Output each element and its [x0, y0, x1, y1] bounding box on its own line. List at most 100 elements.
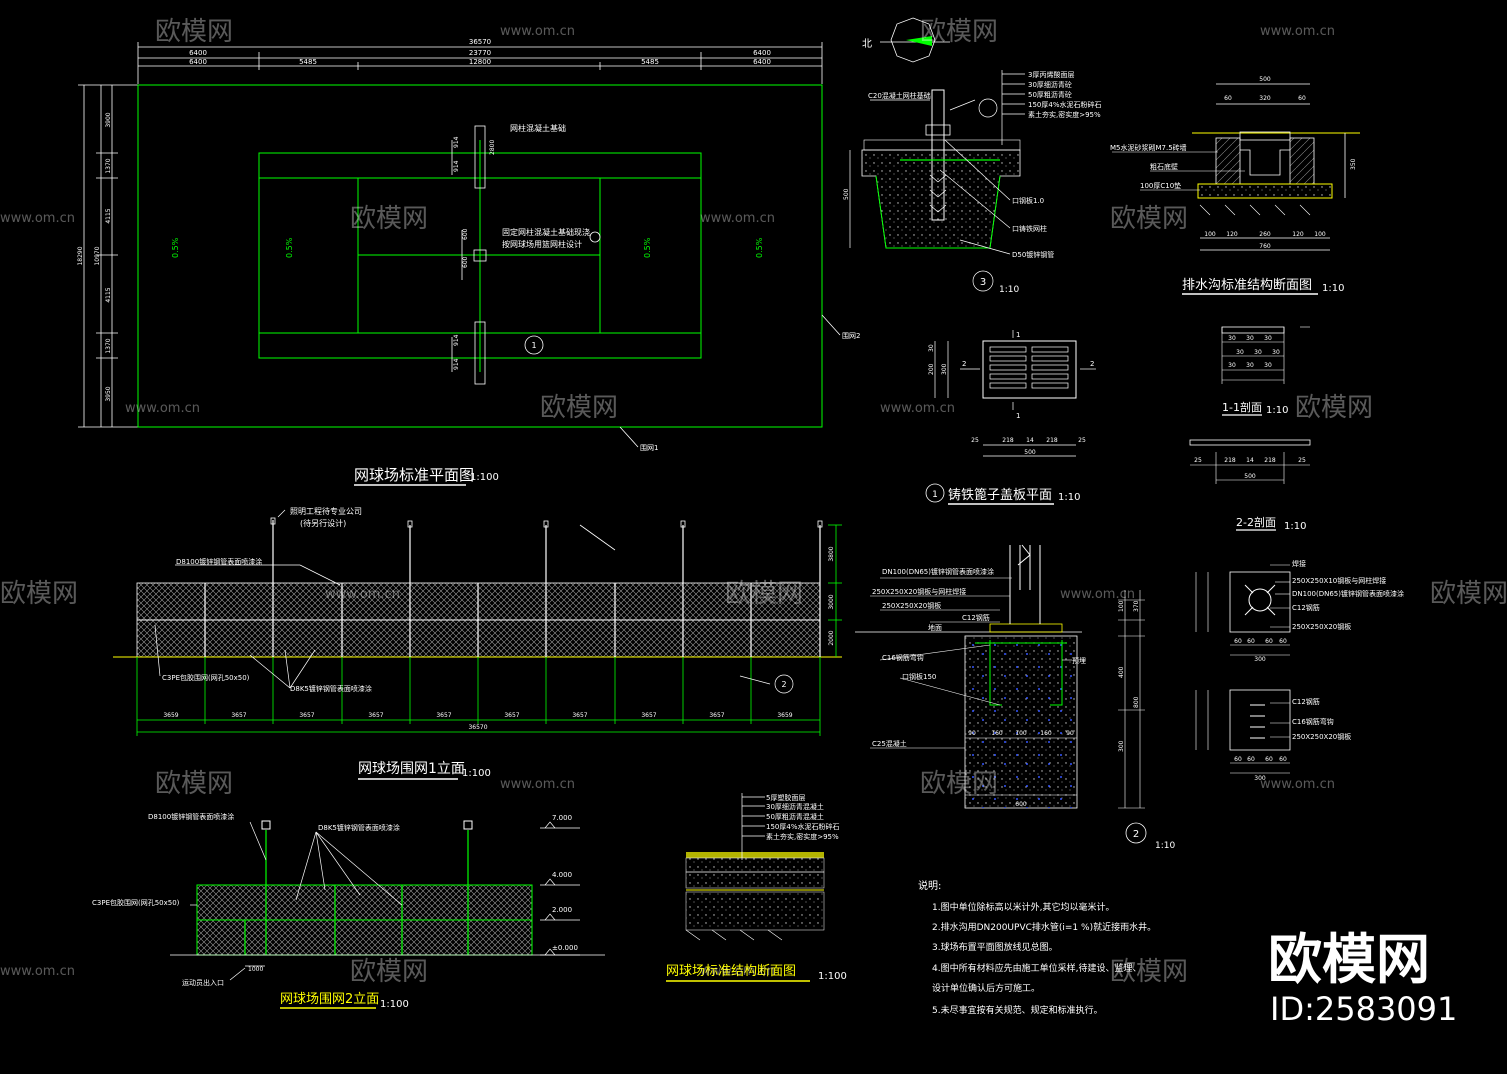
elev2-mesh-note: C3PE包胶围网(网孔50x50): [92, 898, 180, 907]
plan-dim-side-left: 6400: [189, 49, 207, 57]
base-plate-details: 焊接 250X250X10钢板与网柱焊接 DN100(DN65)镀锌钢管表面喷漆…: [1195, 559, 1404, 782]
sec11-dim-8: 30: [1246, 362, 1254, 369]
plan-slope-4: 0.5%: [755, 237, 764, 258]
notes-heading: 说明:: [918, 879, 941, 892]
plan-center-dim-5: 914: [453, 358, 460, 370]
wm-brand-3: 欧模网: [350, 204, 428, 234]
sec22-dim-5: 25: [1298, 457, 1306, 464]
plan-dim-left-3: 4115: [105, 208, 112, 223]
notes-item-2: 2.排水沟用DN200UPVC排水管(i=1 %)就近接雨水井。: [932, 921, 1156, 933]
sec22-dim-4: 218: [1264, 457, 1276, 464]
det3-part-2: 口铸铁网柱: [1012, 224, 1047, 233]
plan-center-dim-6: 600: [462, 228, 469, 240]
plan-dim-b: 5485: [299, 58, 317, 66]
sec22-dim-total: 500: [1244, 473, 1256, 480]
elev2-lamp-2: [463, 820, 473, 830]
det3-layer-5: 素土夯实,密实度>95%: [1028, 110, 1101, 119]
plate-dim-2: 60: [1247, 638, 1255, 645]
plan-dim-left-total: 18290: [77, 246, 84, 265]
notes-item-4: 4.图中所有材料应先由施工单位采样,待建设、监理、: [932, 962, 1141, 974]
plan-fix-note-2: 按网球场用篮网柱设计: [502, 239, 582, 249]
court-section: 5厚塑胶面层 30厚细沥青混凝土 50厚粗沥青混凝土 150厚4%水泥石粉碎石 …: [666, 793, 847, 982]
sec11-dim-lines: [1221, 326, 1310, 384]
plan-dim-total: 36570: [469, 38, 491, 46]
drain-dim-bot-4: 120: [1292, 231, 1304, 238]
drain-soil-marks: [1199, 204, 1311, 216]
det2-dim-right-2: 370: [1133, 600, 1140, 612]
cover-dim-left-3: 300: [941, 363, 948, 375]
plan-dim-side-right: 6400: [753, 49, 771, 57]
elev1-leaders: [154, 509, 794, 694]
wm-brand-2: 欧模网: [920, 17, 998, 47]
plan-dim-c: 12800: [469, 58, 491, 66]
wm-url-2: www.om.cn: [1260, 24, 1335, 39]
plate-dim-9: 60: [1279, 756, 1287, 763]
wm-url-1: www.om.cn: [500, 24, 575, 39]
asset-id: ID:2583091: [1270, 990, 1457, 1028]
plate-top-pipe: [1248, 588, 1272, 612]
wm-brand-7: 欧模网: [0, 579, 78, 609]
drain-dim-bot-2: 120: [1226, 231, 1238, 238]
elev2-gate-note: 运动员出入口: [182, 978, 224, 987]
elev2-lamp-1: [261, 820, 271, 830]
elev1-dim-right-2: 3000: [828, 594, 835, 609]
wm-url-5: www.om.cn: [125, 401, 200, 416]
elev1-mark-2: 2: [781, 680, 786, 689]
sec22-plate: [1189, 439, 1311, 446]
det2-note-7: 口钢板150: [902, 672, 936, 681]
cover-scale: 1:10: [1058, 492, 1080, 503]
elev1-lamp-note: 照明工程待专业公司: [290, 506, 362, 516]
elev1-dim-2: 3657: [231, 712, 246, 719]
elev1-dim-6: 3657: [504, 712, 519, 719]
plate-dim-5: 300: [1254, 656, 1266, 663]
elev1-dim-8: 3657: [641, 712, 656, 719]
general-notes: 说明: 1.图中单位除标高以米计外,其它均以毫米计。 2.排水沟用DN200UP…: [918, 879, 1156, 1016]
elev2-level-1: 7.000: [552, 814, 572, 822]
tennis-court-plan: 36570 6400 23770 6400 6400 5485 12800 54…: [77, 38, 860, 486]
watermarks: 欧模网 www.om.cn 欧模网 www.om.cn www.om.cn 欧模…: [0, 17, 1507, 987]
elev2-post-note: D8100镀锌钢管表面喷漆涂: [148, 812, 234, 821]
north-arrow: 北: [862, 17, 950, 63]
elev2-gate-dim: 1000: [248, 966, 263, 973]
plan-scale: 1:100: [470, 472, 499, 483]
plan-dim-left-5: 1370: [105, 338, 112, 353]
section-title: 网球场标准结构断面图: [666, 964, 796, 979]
det2-dim-right-5: 300: [1118, 740, 1125, 752]
plate-note-7: C16钢筋弯钩: [1292, 717, 1334, 726]
plan-dim-left-2: 1370: [105, 158, 112, 173]
plate-bottom-bars: [1250, 704, 1265, 739]
det2-dim-bot-2: 160: [991, 730, 1003, 737]
drain-dim-lines: [1200, 83, 1330, 251]
sec22-scale: 1:10: [1284, 521, 1306, 532]
plan-fence1-label: 围网1: [640, 444, 658, 452]
sec11-title: 1-1剖面: [1222, 400, 1262, 414]
plan-title: 网球场标准平面图: [354, 466, 474, 484]
det2-dim-bot-4: 160: [1040, 730, 1052, 737]
sec22-dim-3: 14: [1246, 457, 1254, 464]
det3-layer-4: 150厚4%水泥石粉碎石: [1028, 100, 1101, 109]
plan-slope-2: 0.5%: [285, 237, 294, 258]
wm-url-7: www.om.cn: [325, 587, 400, 602]
cover-dim-left-2: 200: [928, 363, 935, 375]
plate-note-2: 250X250X10钢板与网柱焊接: [1292, 576, 1386, 585]
drain-base: [1197, 183, 1333, 199]
plan-court-lines: [258, 140, 702, 372]
plate-note-4: C12钢筋: [1292, 603, 1320, 612]
elev2-level-3: 2.000: [552, 906, 572, 914]
wm-brand-9: 欧模网: [1430, 579, 1507, 609]
plate-top-outline: [1229, 571, 1291, 633]
sec11-scale: 1:10: [1266, 405, 1288, 416]
cover-mark-right: 2: [1090, 360, 1094, 368]
plan-dim-a: 6400: [189, 58, 207, 66]
plan-fix-note: 固定网柱混凝土基础现浇: [502, 227, 590, 237]
notes-item-1: 1.图中单位除标高以米计外,其它均以毫米计。: [932, 901, 1114, 913]
sec11-dim-5: 30: [1254, 349, 1262, 356]
plate-dim-10: 300: [1254, 775, 1266, 782]
elev1-dim-10: 3659: [777, 712, 792, 719]
plan-dim-lines: [78, 42, 823, 428]
plate-bottom-outline: [1229, 689, 1291, 751]
plate-note-8: 250X250X20钢板: [1292, 732, 1351, 741]
elev1-dim-7: 3657: [572, 712, 587, 719]
elev1-dim-right-1: 3800: [828, 546, 835, 561]
cover-dim-1: 25: [971, 437, 979, 444]
